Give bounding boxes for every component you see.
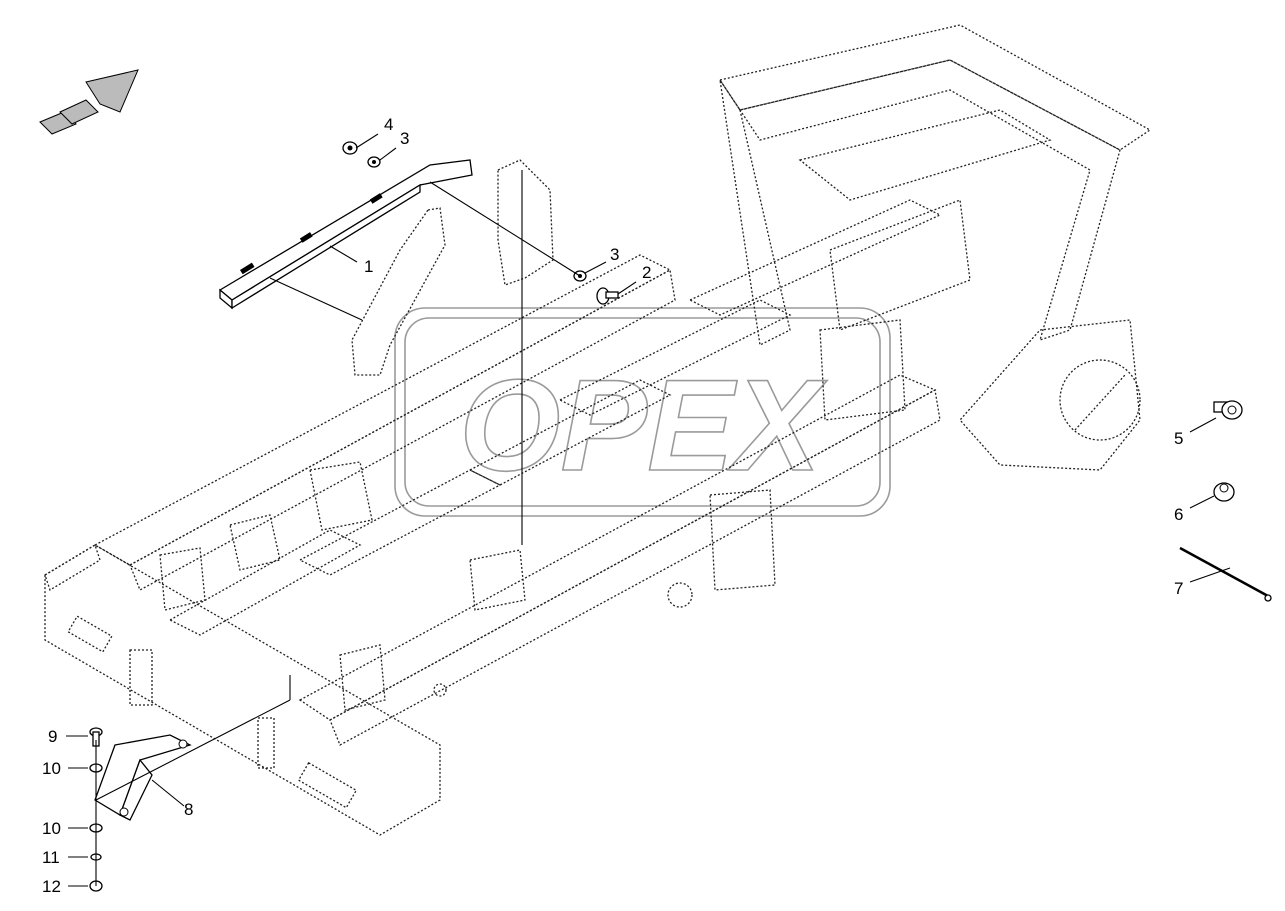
watermark-text: OPEX [459, 352, 828, 498]
callout-10-lower: 10 [42, 819, 61, 838]
part-4-nut [342, 141, 358, 155]
assembly-lines [95, 170, 581, 886]
callout-8: 8 [184, 800, 193, 819]
callout-4: 4 [384, 115, 393, 134]
callout-labels: 4 3 1 3 2 5 6 7 8 9 10 10 11 12 [42, 115, 1183, 896]
watermark-logo: OPEX [394, 307, 891, 517]
part-5-clamp [1213, 400, 1243, 420]
direction-arrow-icon [39, 69, 139, 135]
callout-leaders [66, 133, 1231, 887]
callout-3-upper: 3 [400, 129, 409, 148]
callout-1: 1 [364, 257, 373, 276]
callout-3-lower: 3 [610, 245, 619, 264]
callout-11: 11 [42, 848, 60, 867]
callout-5: 5 [1174, 429, 1183, 448]
callout-7: 7 [1174, 579, 1183, 598]
callout-12: 12 [42, 877, 61, 896]
part-6-clamp [1213, 482, 1235, 502]
callout-10-upper: 10 [42, 759, 61, 778]
part-7-cable-tie [1179, 546, 1272, 602]
callout-6: 6 [1174, 505, 1183, 524]
callout-2: 2 [642, 263, 651, 282]
callout-9: 9 [48, 727, 57, 746]
part-2-bolt [596, 287, 619, 305]
part-1-rail-plate [218, 159, 473, 310]
chassis-frame [44, 24, 1152, 836]
part-8-bracket [94, 734, 192, 821]
part-3-washer-upper [367, 156, 381, 168]
